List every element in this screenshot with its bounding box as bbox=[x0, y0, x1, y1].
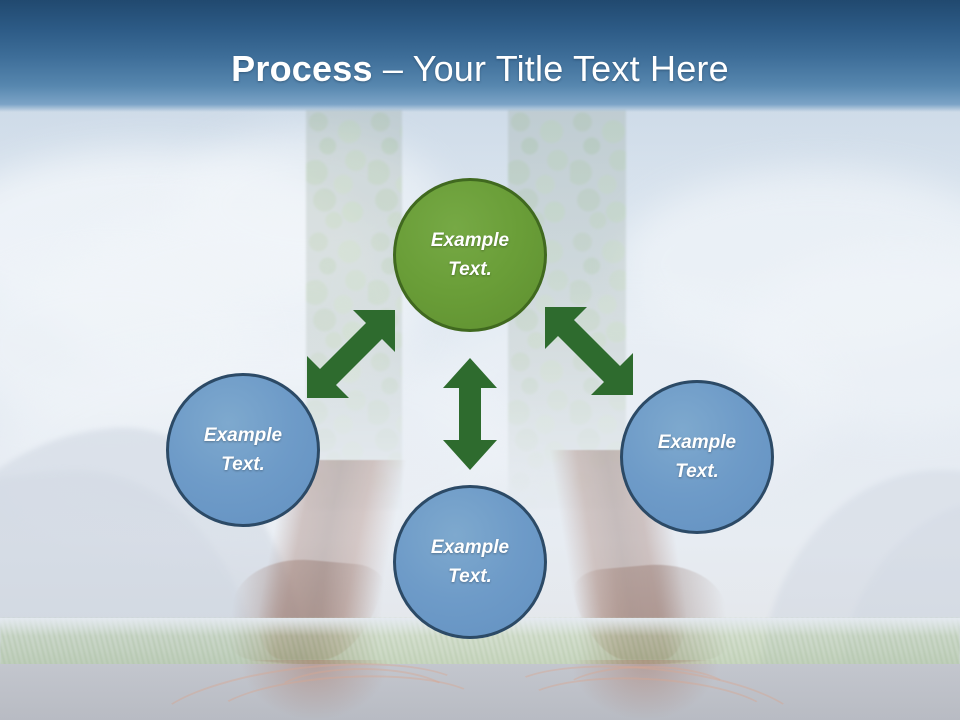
node-bottom-blue[interactable]: Example Text. bbox=[393, 485, 547, 639]
tree-canopy-left bbox=[306, 110, 402, 510]
node-top-line2: Text. bbox=[448, 259, 492, 280]
page-title: Process – Your Title Text Here bbox=[0, 48, 960, 90]
node-bottom-line2: Text. bbox=[448, 566, 492, 587]
node-left-blue[interactable]: Example Text. bbox=[166, 373, 320, 527]
page-title-separator: – bbox=[372, 48, 413, 89]
arrow-right-diagonal bbox=[537, 303, 637, 395]
page-title-bold-part: Process bbox=[231, 48, 373, 89]
title-band bbox=[0, 0, 960, 112]
node-left-line2: Text. bbox=[221, 454, 265, 475]
node-left-line1: Example bbox=[203, 424, 283, 446]
node-right-blue[interactable]: Example Text. bbox=[620, 380, 774, 534]
root-strand bbox=[560, 666, 734, 720]
node-top-line1: Example bbox=[430, 229, 510, 251]
node-bottom-line1: Example bbox=[430, 536, 510, 558]
background-ground bbox=[0, 664, 960, 720]
node-top-green[interactable]: Example Text. bbox=[393, 178, 547, 332]
node-right-line2: Text. bbox=[675, 461, 719, 482]
root-strand bbox=[270, 668, 454, 720]
root-base-right bbox=[570, 660, 720, 720]
arrow-center-vertical bbox=[442, 358, 498, 470]
arrow-left-diagonal bbox=[303, 306, 403, 398]
page-title-rest: Your Title Text Here bbox=[412, 48, 729, 89]
node-right-line1: Example bbox=[657, 431, 737, 453]
